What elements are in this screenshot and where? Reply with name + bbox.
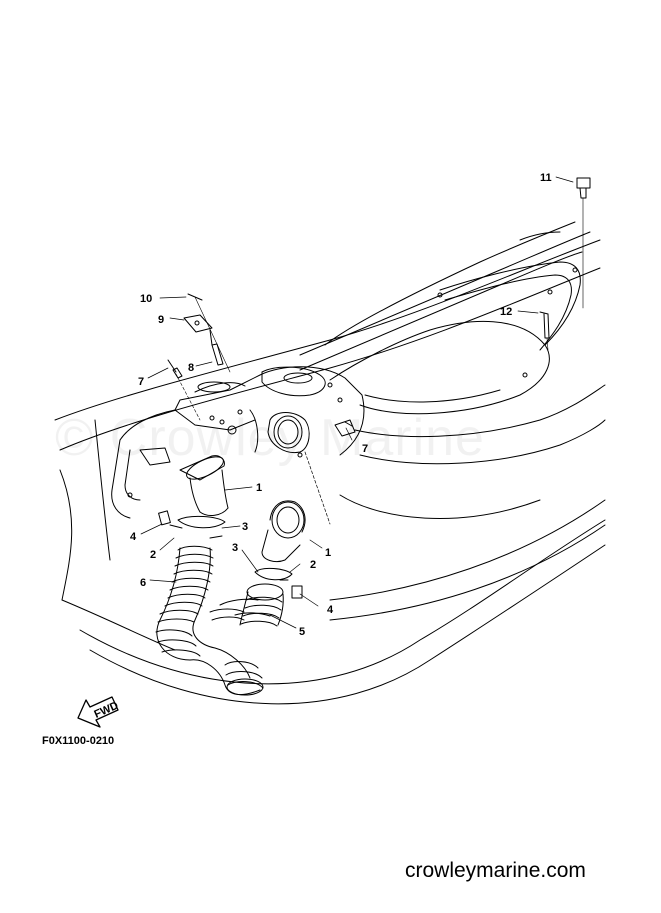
vent-pins-right	[539, 177, 591, 351]
callout-4-left: 4	[130, 531, 137, 543]
diagram-part-code: F0X1100-0210	[42, 735, 115, 747]
callout-9: 9	[158, 314, 164, 326]
callout-4-right: 4	[327, 604, 334, 616]
callout-6: 6	[140, 577, 146, 589]
leader-lines	[140, 176, 574, 629]
callout-1-left: 1	[256, 482, 262, 494]
front-bulkhead	[111, 366, 365, 519]
callout-1-right: 1	[325, 547, 331, 559]
fwd-arrow-icon: FWD	[77, 696, 120, 728]
callout-2-right: 2	[310, 559, 316, 571]
callout-5: 5	[299, 626, 305, 638]
callout-11: 11	[540, 172, 552, 184]
callout-12: 12	[500, 306, 512, 318]
callout-numbers: 11 12 10 9 8 7 7 1 1 3 3 4 4 2 2 6 5	[130, 172, 552, 638]
air-duct-left	[179, 455, 229, 516]
air-duct-right	[261, 500, 306, 563]
callout-2-left: 2	[150, 549, 156, 561]
bellows-hose-6	[155, 545, 264, 696]
site-name: crowleymarine.com	[405, 859, 586, 882]
callout-3-right: 3	[232, 542, 238, 554]
small-parts	[167, 293, 353, 427]
fwd-label: FWD	[92, 700, 120, 721]
callout-3-left: 3	[242, 521, 248, 533]
callout-7-right: 7	[362, 443, 368, 455]
callout-8: 8	[188, 362, 194, 374]
hull-outline	[54, 239, 606, 705]
seat-deck	[299, 221, 606, 519]
bellows-hose-5	[209, 583, 284, 627]
callout-7-left: 7	[138, 376, 144, 388]
callout-10: 10	[140, 293, 152, 305]
hose-clamps	[158, 510, 303, 599]
